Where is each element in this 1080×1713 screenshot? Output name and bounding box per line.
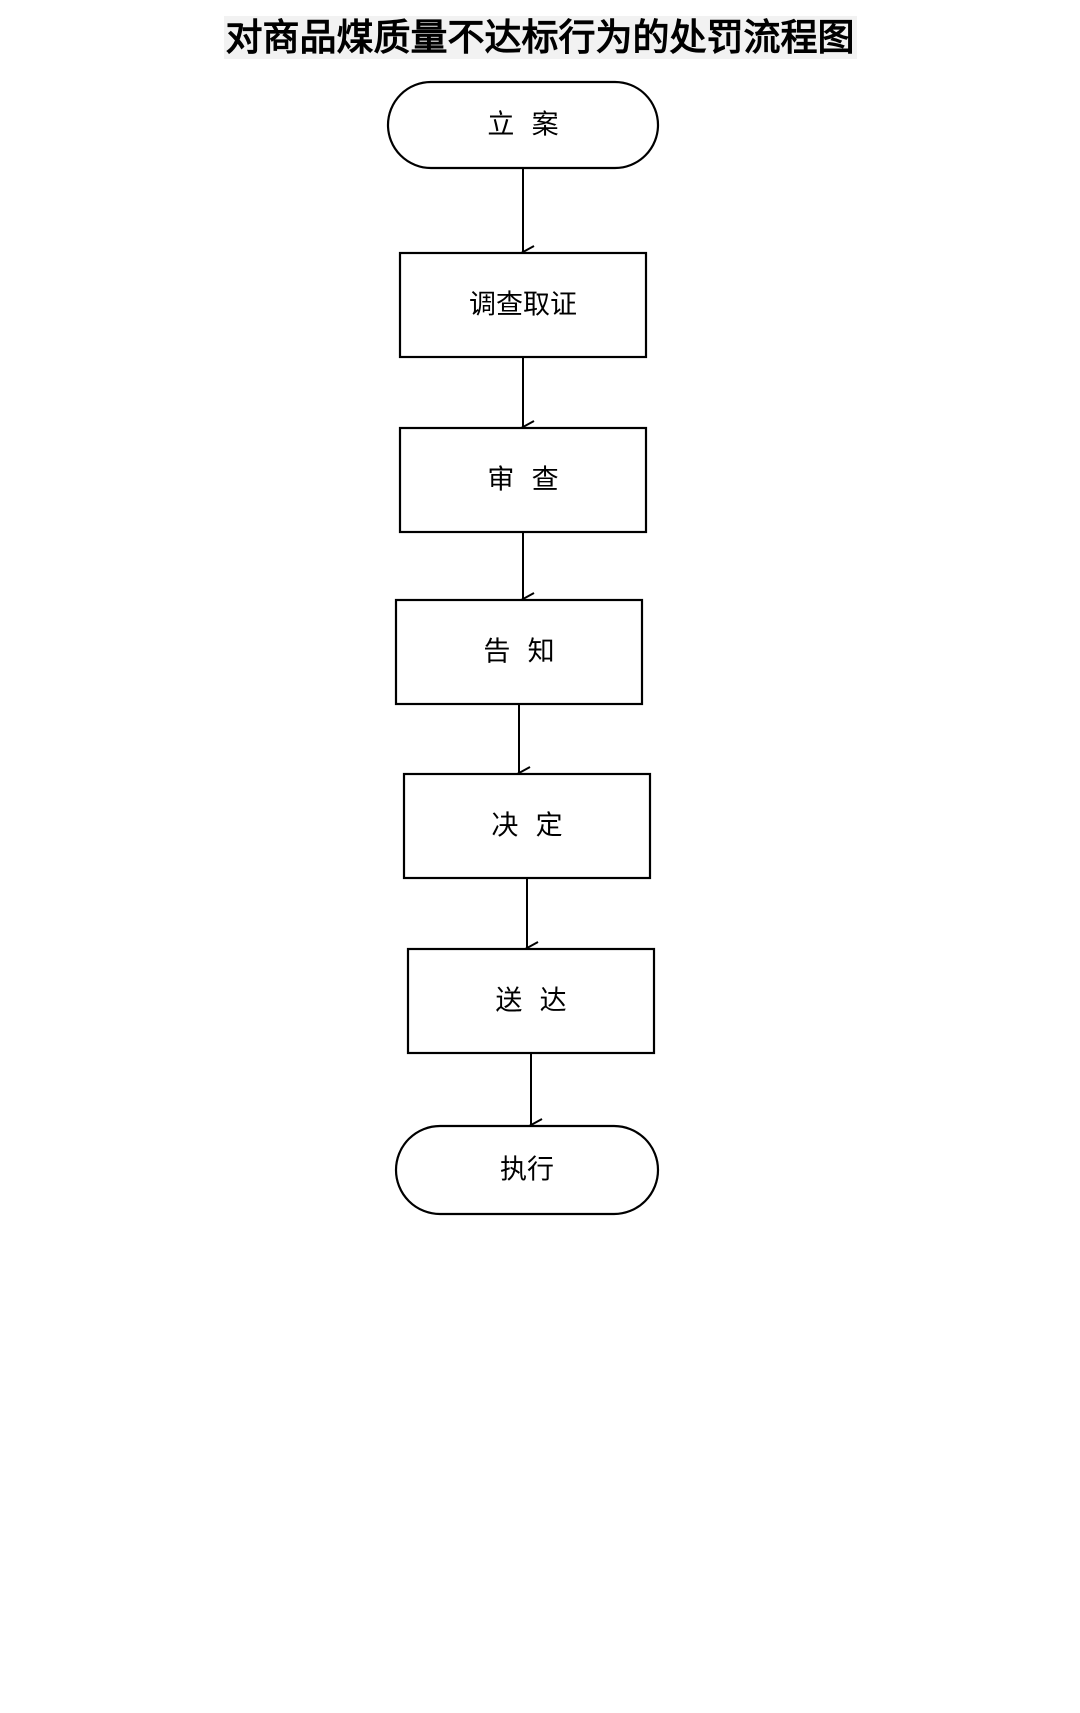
flow-node-3: 审 查 [398,426,648,534]
node-label: 执行 [500,1155,554,1186]
edges-layer [519,168,531,1125]
flow-node-7: 执行 [394,1124,660,1216]
diagram-title: 对商品煤质量不达标行为的处罚流程图 [0,14,1080,62]
process-box [398,251,648,359]
process-box [402,772,652,880]
process-box [394,598,644,706]
flow-node-5: 决 定 [402,772,652,880]
node-label: 调查取证 [469,290,577,321]
node-label: 审 查 [487,465,558,496]
flow-node-6: 送 达 [406,947,656,1055]
process-box [406,947,656,1055]
diagram-title-text: 对商品煤质量不达标行为的处罚流程图 [223,16,857,59]
node-label: 告 知 [483,637,554,668]
process-box [398,426,648,534]
node-label: 决 定 [491,811,562,842]
node-label: 送 达 [495,986,566,1017]
flow-node-1: 立 案 [386,80,660,170]
terminal-shape [394,1124,660,1216]
node-label: 立 案 [487,110,558,141]
flow-node-2: 调查取证 [398,251,648,359]
flow-node-4: 告 知 [394,598,644,706]
terminal-shape [386,80,660,170]
